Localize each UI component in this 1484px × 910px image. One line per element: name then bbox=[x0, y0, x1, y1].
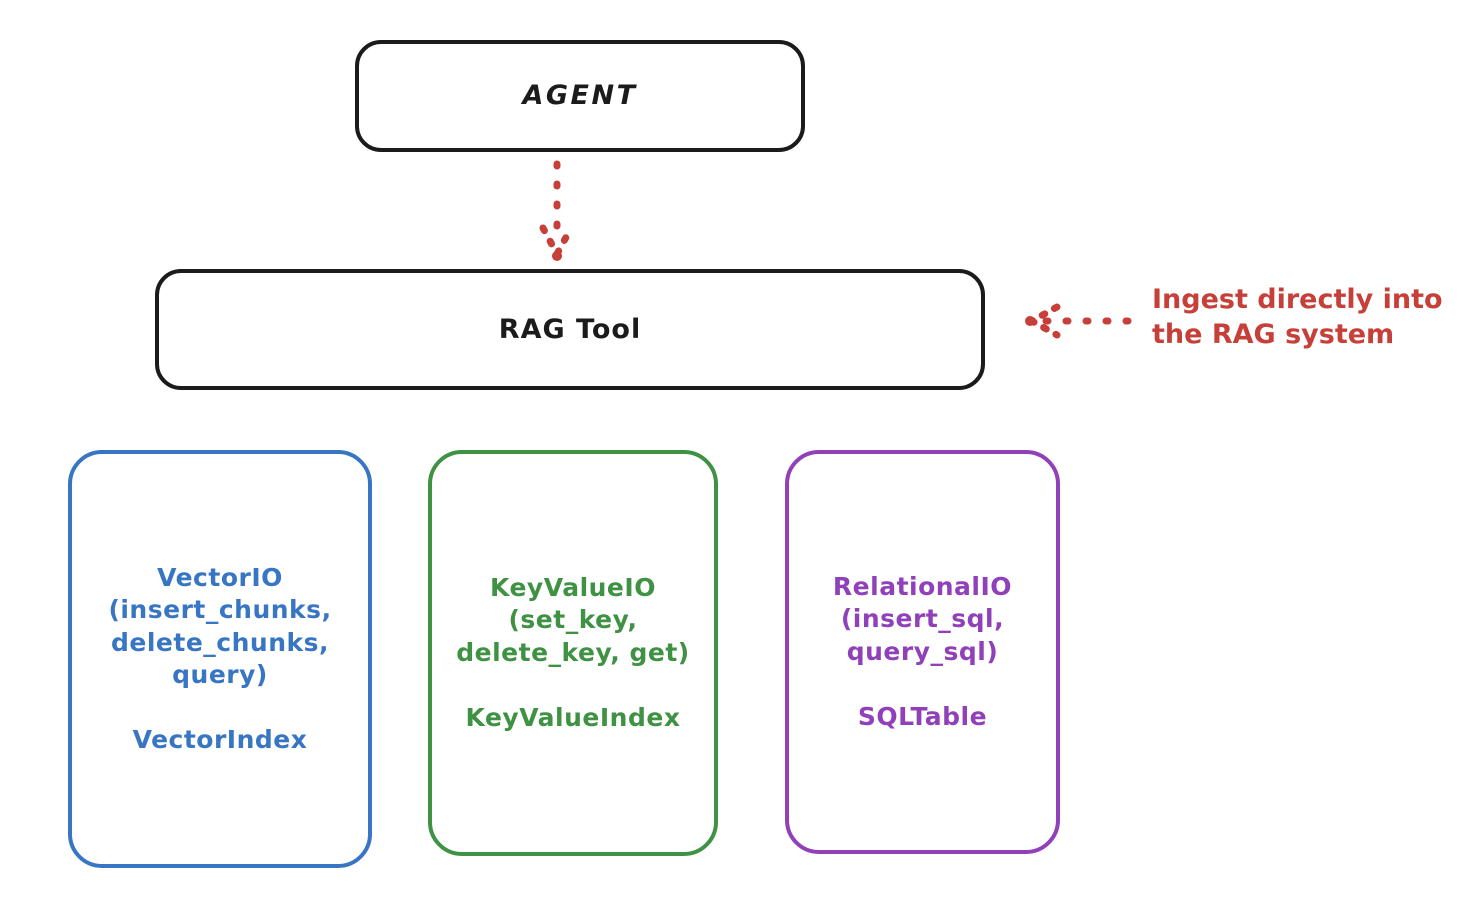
node-relational-io-label: RelationalIO (insert_sql, query_sql) SQL… bbox=[832, 571, 1013, 731]
node-relational-io[interactable]: RelationalIO (insert_sql, query_sql) SQL… bbox=[785, 450, 1060, 854]
node-agent-label: AGENT bbox=[522, 80, 638, 112]
node-vector-io[interactable]: VectorIO (insert_chunks, delete_chunks, … bbox=[68, 450, 372, 868]
node-vector-io-label: VectorIO (insert_chunks, delete_chunks, … bbox=[108, 562, 332, 755]
arrow-ingest-to-rag-tool bbox=[1025, 303, 1132, 339]
node-rag-tool-label: RAG Tool bbox=[498, 313, 642, 345]
node-keyvalue-io[interactable]: KeyValueIO (set_key, delete_key, get) Ke… bbox=[428, 450, 718, 856]
arrow-agent-to-rag-tool bbox=[539, 160, 575, 261]
annotation-ingest-directly: Ingest directly into the RAG system bbox=[1152, 284, 1443, 351]
node-keyvalue-io-label: KeyValueIO (set_key, delete_key, get) Ke… bbox=[456, 572, 690, 732]
node-rag-tool[interactable]: RAG Tool bbox=[155, 269, 985, 390]
node-agent[interactable]: AGENT bbox=[355, 40, 805, 152]
